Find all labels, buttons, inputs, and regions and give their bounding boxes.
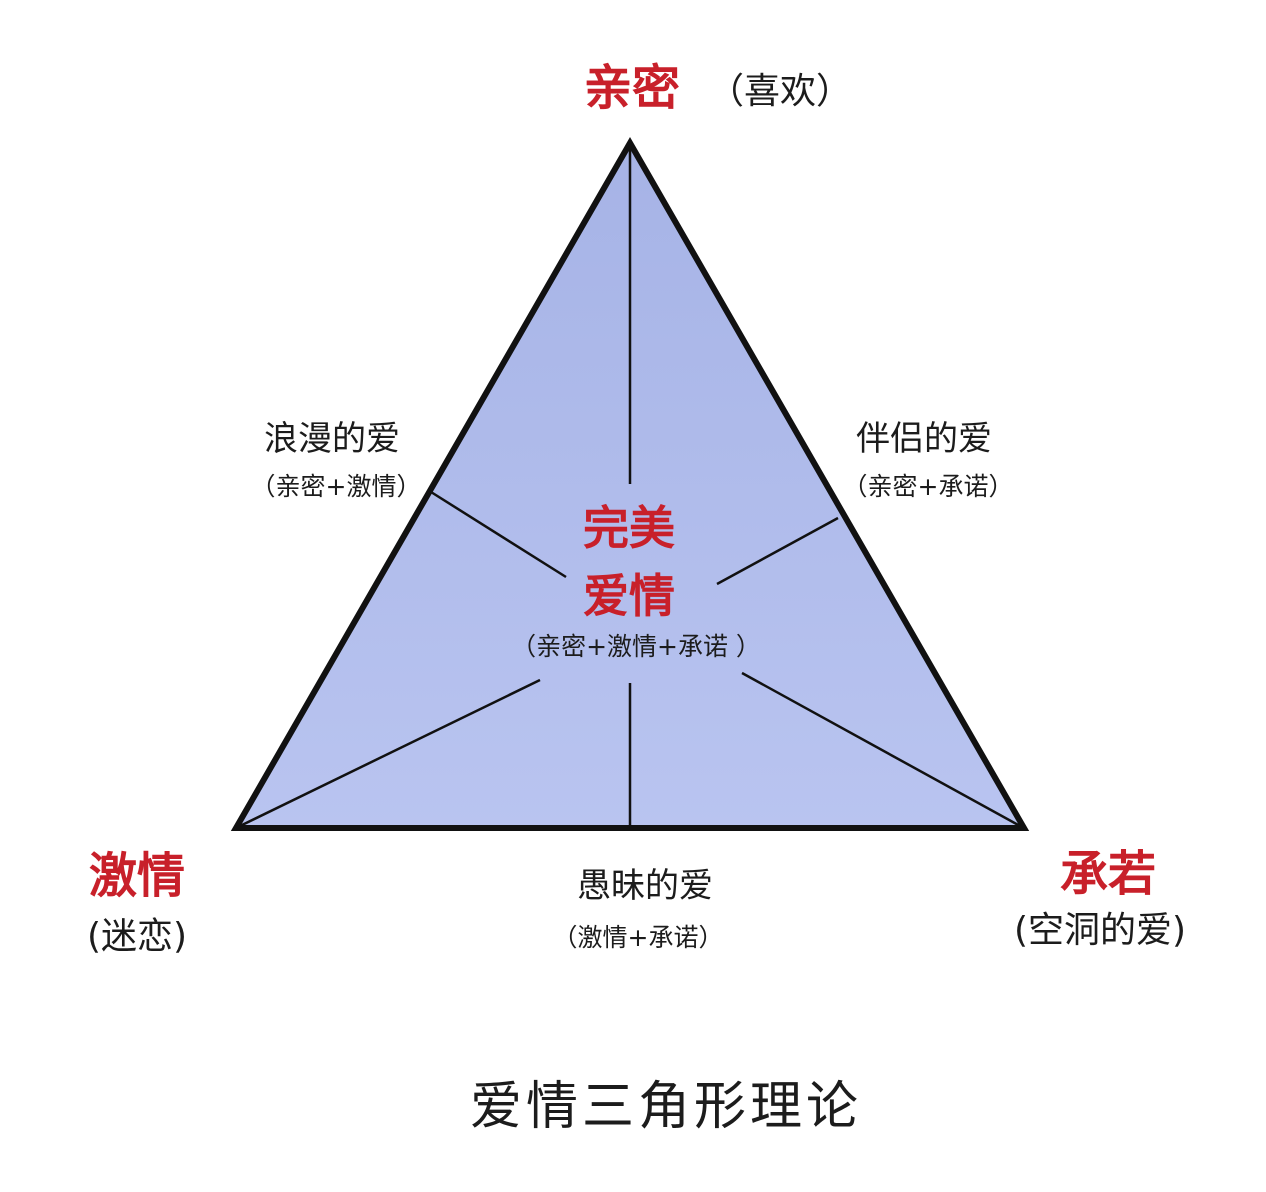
divider-left-upper — [430, 490, 567, 579]
center-title-line2: 爱情 — [583, 569, 675, 623]
divider-right-lower — [741, 671, 1021, 828]
edge-right-subtitle: （亲密+承诺） — [843, 472, 1014, 501]
vertex-top-label: 亲密 — [584, 60, 680, 116]
edge-left-title: 浪漫的爱 — [264, 419, 400, 459]
vertex-right-label: 承若 — [1060, 846, 1156, 902]
center-subtitle: （亲密+激情+承诺 ） — [511, 632, 761, 661]
vertex-left-note: (迷恋) — [87, 916, 187, 957]
triangle — [230, 136, 1030, 831]
vertex-left-label: 激情 — [89, 848, 185, 904]
edge-left-subtitle: （亲密+激情） — [251, 472, 422, 501]
divider-lines — [239, 146, 1021, 828]
edge-right-title: 伴侣的爱 — [856, 419, 992, 459]
divider-left-lower — [239, 678, 541, 828]
divider-right-upper — [716, 516, 839, 586]
vertex-right-note: (空洞的爱) — [1014, 910, 1186, 951]
edge-bottom-subtitle: （激情+承诺） — [553, 923, 724, 952]
diagram-title: 爱情三角形理论 — [470, 1077, 862, 1137]
edge-bottom-title: 愚昧的爱 — [577, 866, 713, 906]
vertex-top-note: （喜欢） — [708, 71, 852, 112]
center-title-line1: 完美 — [583, 501, 675, 555]
